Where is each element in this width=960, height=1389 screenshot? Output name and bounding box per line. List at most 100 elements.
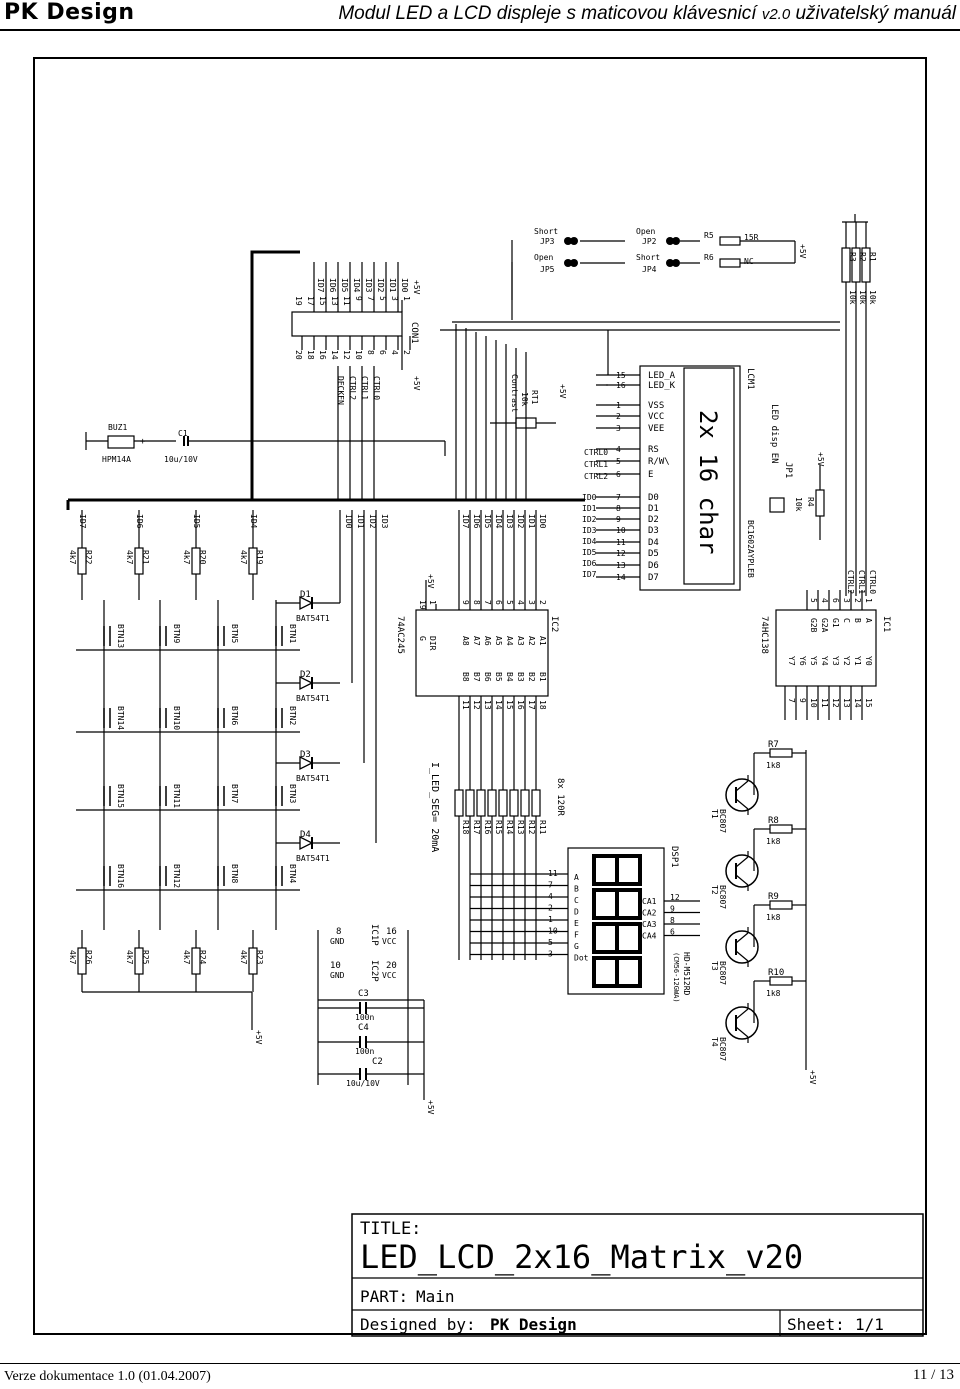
resistor-value: 1k8 <box>766 913 781 922</box>
designed-label: Designed by: <box>360 1315 476 1334</box>
display-pin: 8 <box>670 916 675 925</box>
display-pin: 2 <box>548 904 553 913</box>
resistor-name: R1 <box>868 252 877 262</box>
ic1-output: Y3 <box>831 656 840 666</box>
resistor <box>769 976 793 986</box>
display-pin: 10 <box>548 927 558 936</box>
lcd-pin-name: D0 <box>648 493 659 503</box>
bus-label: ID4 <box>494 514 503 529</box>
con1-pin: 11 <box>342 296 351 306</box>
ic1-pin: 3 <box>842 598 851 603</box>
con1-signal: ID1 <box>388 278 397 293</box>
ic2-b: B6 <box>483 672 492 682</box>
ic2-pin: 16 <box>516 700 525 710</box>
keypad-button: BTN16 <box>116 864 125 888</box>
keypad-button: BTN4 <box>288 864 297 883</box>
transistor-name: T3 <box>710 961 719 971</box>
lcd-data-label: ID6 <box>582 559 597 568</box>
lcd-pin-name: VSS <box>648 401 664 411</box>
ic2-a: A5 <box>494 636 503 646</box>
buzzer-name: BUZ1 <box>108 423 127 432</box>
resistor-name: R17 <box>472 820 481 835</box>
diode-symbol <box>299 675 314 691</box>
jumper-pad <box>666 237 674 245</box>
con1-name: CON1 <box>409 322 419 344</box>
lcd-ctrl-label: CTRL0 <box>584 448 608 457</box>
resistor-name: R11 <box>538 820 547 835</box>
title-value: LED_LCD_2x16_Matrix_v20 <box>360 1238 803 1276</box>
resistor <box>769 748 793 758</box>
lcd-data-label: ID1 <box>582 504 597 513</box>
lcd-pin-name: D3 <box>648 526 659 536</box>
diode-part: BAT54T1 <box>296 614 330 623</box>
lcd-text: 2x 16 char <box>694 410 722 555</box>
con1-signal: ID3 <box>364 278 373 293</box>
resistor-value: 1k8 <box>766 989 781 998</box>
ic2-a: A7 <box>472 636 481 646</box>
con1-pin: 3 <box>390 296 399 301</box>
ic1-input: G2B <box>809 618 818 633</box>
ic2-part: 74AC245 <box>395 616 405 654</box>
resistor <box>769 824 793 834</box>
resistor <box>861 247 871 283</box>
lcd-pin-name: D6 <box>648 561 659 571</box>
con1-pin: 7 <box>366 296 375 301</box>
ic2-pin: 3 <box>527 600 536 605</box>
bus-label: ID2 <box>516 514 525 529</box>
lcd-module <box>639 365 741 591</box>
ic2-pin: 4 <box>516 600 525 605</box>
display-pin: 6 <box>670 928 675 937</box>
bus-label: ID6 <box>135 514 144 529</box>
ic1-pin: 2 <box>853 598 862 603</box>
power-label: +5V <box>412 280 421 295</box>
resistor-value: 4k7 <box>125 950 134 965</box>
diode-name: D2 <box>300 670 311 680</box>
capacitor-value: 10u/10V <box>164 455 198 464</box>
display-common: CA2 <box>642 909 657 918</box>
ic1-input: G2A <box>820 618 829 633</box>
jumper-pad <box>672 237 680 245</box>
keypad-button: BTN10 <box>172 706 181 730</box>
ic1-output: Y4 <box>820 656 829 666</box>
transistor-body <box>725 1006 759 1040</box>
ic1-ctrl: CTRL1 <box>857 570 866 594</box>
display-common: CA3 <box>642 920 657 929</box>
resistor-value: 4k7 <box>68 550 77 565</box>
resistor-name: R15 <box>494 820 503 835</box>
ic1-output: Y2 <box>842 656 851 666</box>
display-pin: 7 <box>548 881 553 890</box>
jumper-name: JP4 <box>642 265 657 274</box>
ic1-output: Y7 <box>787 656 796 666</box>
keypad-button: BTN13 <box>116 624 125 648</box>
display-segment: G <box>574 942 579 951</box>
ic1-input: A <box>864 618 873 623</box>
display-pin: 3 <box>548 950 553 959</box>
display-segment: E <box>574 919 579 928</box>
polarity-mark: + <box>140 437 146 447</box>
transistor-body <box>725 854 759 888</box>
power-label: +5V <box>558 384 567 399</box>
con1-pin: 17 <box>306 296 315 306</box>
resistor <box>851 247 861 283</box>
resistor-name: R13 <box>516 820 525 835</box>
ic2-a: A3 <box>516 636 525 646</box>
con1-pin: 18 <box>306 350 315 360</box>
resistor-name: R8 <box>768 816 779 826</box>
trimmer-name: RT1 <box>530 390 539 405</box>
bus-label: ID1 <box>356 514 365 529</box>
bus-label: ID4 <box>249 514 258 529</box>
transistor-part: BC807 <box>718 1037 727 1061</box>
lcd-pin-number: 11 <box>616 538 626 547</box>
jumper-pad <box>570 259 578 267</box>
power-label: +5V <box>426 574 435 589</box>
jumper-name: JP3 <box>540 237 555 246</box>
resistor <box>134 947 144 975</box>
ic1-pin: 6 <box>831 598 840 603</box>
bus-label: ID6 <box>472 514 481 529</box>
lcd-pin-name: D4 <box>648 538 659 548</box>
sheet-value: 1/1 <box>855 1315 884 1334</box>
lcd-name: LCM1 <box>745 368 755 390</box>
bus-label: ID5 <box>192 514 201 529</box>
resistor <box>77 947 87 975</box>
bus-label: ID3 <box>505 514 514 529</box>
